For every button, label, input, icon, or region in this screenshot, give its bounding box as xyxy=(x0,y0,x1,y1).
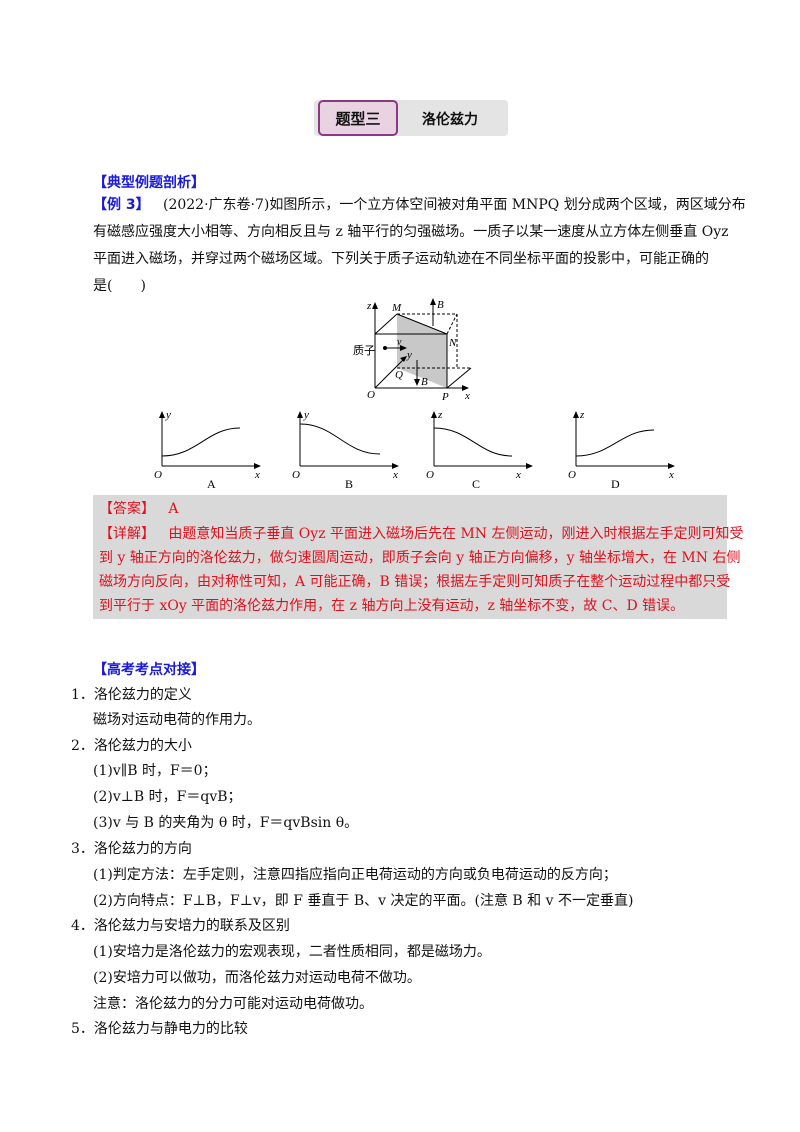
label-P: P xyxy=(441,391,449,402)
graph-B-xlabel: x xyxy=(392,469,398,481)
point-2-item-2: (2)v⊥B 时，F＝qvB； xyxy=(93,789,242,805)
graph-option-A: y x O A xyxy=(154,409,261,491)
point-3-item-1: (1)判定方法：左手定则，注意四指应指向正电荷运动的方向或负电荷运动的反方向； xyxy=(93,867,617,883)
detail-line-4: 到平行于 xOy 平面的洛伦兹力作用，在 z 轴方向上没有运动，z 轴坐标不变，… xyxy=(99,598,685,614)
example-text-1: (2022·广东卷·7)如图所示，一个立方体空间被对角平面 MNPQ 划分成两个… xyxy=(162,197,746,213)
point-2-title: 2．洛伦兹力的大小 xyxy=(71,738,192,754)
example-line-3: 平面进入磁场，并穿过两个磁场区域。下列关于质子运动轨迹在不同坐标平面的投影中，可… xyxy=(93,251,709,267)
label-x: x xyxy=(464,390,470,402)
label-M: M xyxy=(391,302,402,314)
point-1-item-1: 磁场对运动电荷的作用力。 xyxy=(93,712,261,728)
detail-label: 【详解】 xyxy=(99,526,155,542)
graph-A-ylabel: y xyxy=(165,409,171,421)
label-Q: Q xyxy=(395,369,403,381)
detail-text-1: 由题意知当质子垂直 Oyz 平面进入磁场后先在 MN 左侧运动，刚进入时根据左手… xyxy=(168,526,744,542)
graph-B-origin: O xyxy=(292,469,300,481)
example-line-1: 【例 3】 (2022·广东卷·7)如图所示，一个立方体空间被对角平面 MNPQ… xyxy=(93,192,746,219)
answer-value: A xyxy=(168,501,179,517)
topic-title: 洛伦兹力 xyxy=(422,112,478,128)
example-line-2: 有磁感应强度大小相等、方向相反且与 z 轴平行的匀强磁场。一质子以某一速度从立方… xyxy=(93,224,729,240)
graph-D-origin: O xyxy=(568,469,576,481)
point-4-item-2: (2)安培力可以做功，而洛伦兹力对运动电荷不做功。 xyxy=(93,970,421,986)
point-3-item-2: (2)方向特点：F⊥B，F⊥v，即 F 垂直于 B、v 决定的平面。(注意 B … xyxy=(93,893,634,909)
section-heading-exam-points: 【高考考点对接】 xyxy=(93,662,205,678)
graph-D-caption: D xyxy=(611,477,620,491)
point-1-title: 1．洛伦兹力的定义 xyxy=(71,687,192,703)
label-O: O xyxy=(367,389,375,401)
label-B-top: B xyxy=(437,299,444,311)
graph-C-origin: O xyxy=(426,469,434,481)
point-3-title: 3．洛伦兹力的方向 xyxy=(71,841,192,857)
graph-B-ylabel: y xyxy=(303,409,309,421)
point-2-item-3: (3)v 与 B 的夹角为 θ 时，F＝qvBsin θ。 xyxy=(93,815,359,831)
section-heading-examples: 【典型例题剖析】 xyxy=(93,175,205,191)
point-4-item-1: (1)安培力是洛伦兹力的宏观表现，二者性质相同，都是磁场力。 xyxy=(93,944,491,960)
example-question: 【例 3】 (2022·广东卷·7)如图所示，一个立方体空间被对角平面 MNPQ… xyxy=(93,192,746,300)
point-4-item-3: 注意：洛伦兹力的分力可能对运动电荷做功。 xyxy=(93,996,373,1012)
detail-line-2: 到 y 轴正方向的洛伦兹力，做匀速圆周运动，即质子会向 y 轴正方向偏移，y 轴… xyxy=(99,550,741,566)
example-label: 【例 3】 xyxy=(93,197,150,213)
graph-D-xlabel: x xyxy=(668,469,674,481)
label-B-bottom: B xyxy=(421,376,428,388)
detail-line-3: 磁场方向反向，由对称性可知，A 可能正确，B 错误；根据左手定则可知质子在整个运… xyxy=(99,574,731,590)
graph-A-xlabel: x xyxy=(254,469,260,481)
graph-B-caption: B xyxy=(345,477,353,491)
graph-C-ylabel: z xyxy=(437,409,443,421)
graph-option-D: z x O D xyxy=(568,409,675,491)
label-v: v xyxy=(397,337,402,348)
point-4-title: 4．洛伦兹力与安培力的联系及区别 xyxy=(71,918,290,934)
topic-banner: 题型三 洛伦兹力 xyxy=(314,100,508,136)
label-proton: 质子 xyxy=(353,344,375,357)
answer-box: 【答案】 A 【详解】 由题意知当质子垂直 Oyz 平面进入磁场后先在 MN 左… xyxy=(93,495,744,619)
answer-label: 【答案】 xyxy=(99,501,155,517)
graph-option-C: z x O C xyxy=(426,409,533,491)
example-line-4: 是( ) xyxy=(93,278,146,294)
label-y: y xyxy=(406,349,412,361)
graph-C-caption: C xyxy=(472,477,480,491)
topic-tag: 题型三 xyxy=(318,100,398,136)
label-N: N xyxy=(448,337,457,349)
answer-line: 【答案】 A xyxy=(99,499,178,519)
graph-A-origin: O xyxy=(154,469,162,481)
graph-option-B: y x O B xyxy=(292,409,399,491)
detail-line-1: 【详解】 由题意知当质子垂直 Oyz 平面进入磁场后先在 MN 左侧运动，刚进入… xyxy=(99,524,744,544)
graph-C-xlabel: x xyxy=(515,469,521,481)
point-5-title: 5．洛伦兹力与静电力的比较 xyxy=(71,1021,248,1037)
cube-diagram: z M B N 质子 v y Q B O P x xyxy=(353,298,472,402)
diagonal-plane xyxy=(397,314,447,388)
graph-A-caption: A xyxy=(207,477,216,491)
graph-D-ylabel: z xyxy=(579,409,585,421)
point-2-item-1: (1)v∥B 时，F＝0； xyxy=(93,763,217,779)
z-axis-label: z xyxy=(366,300,372,312)
